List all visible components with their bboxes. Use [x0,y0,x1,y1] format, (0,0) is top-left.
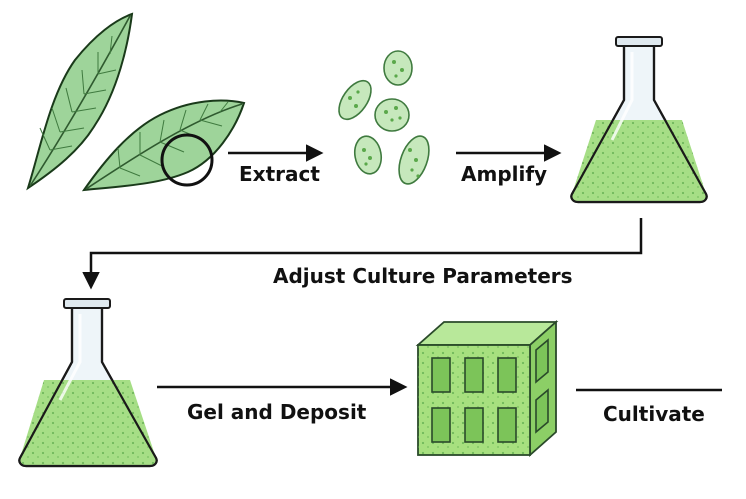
leaf-icon [81,99,246,192]
magnifier-circle-icon [160,133,214,187]
leaf-icon [26,12,134,191]
flask-icon [18,298,158,468]
step-label-cultivate: Cultivate [603,402,705,426]
step-label-amplify: Amplify [461,162,548,186]
flask-icon [570,36,708,204]
step-label-gel-deposit: Gel and Deposit [187,400,367,424]
arrow-icon [82,218,643,290]
algae-cells-icon [338,50,430,185]
scaffold-cube-icon [415,320,559,457]
step-label-adjust: Adjust Culture Parameters [273,264,573,288]
step-label-extract: Extract [239,162,320,186]
algae-dots [348,60,420,178]
